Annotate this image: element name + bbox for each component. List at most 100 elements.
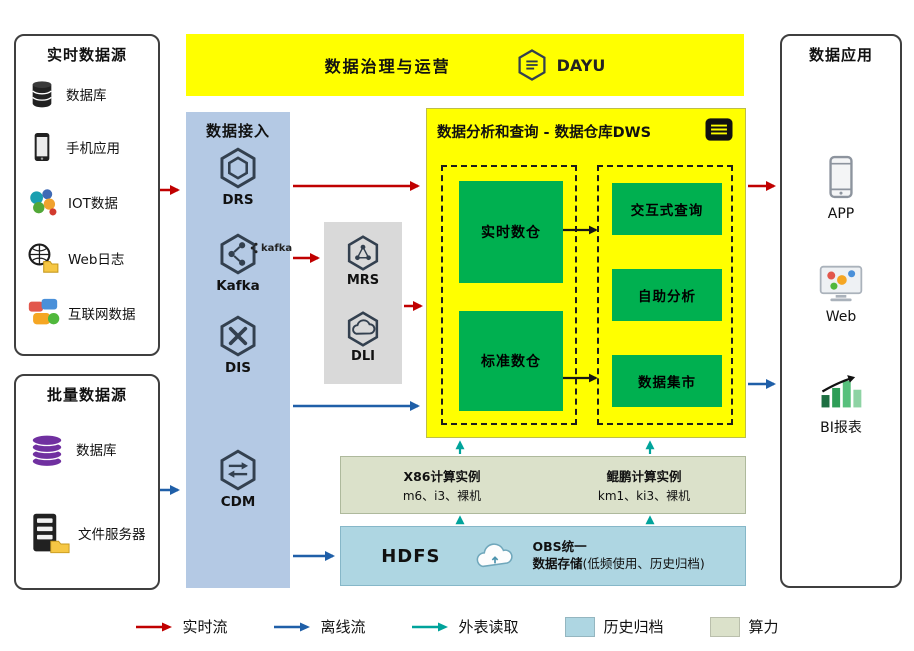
legend-label: 实时流 (182, 618, 228, 636)
legend-realtime-flow: 实时流 (135, 616, 227, 637)
middleware-service-label: DLI (351, 349, 375, 364)
batch-sources-title: 批量数据源 (46, 386, 127, 404)
legend-label: 算力 (748, 618, 779, 636)
purple-database-icon (31, 433, 63, 467)
batch-sources-panel: 批量数据源 数据库 (14, 374, 160, 590)
access-service-dis: DIS (186, 314, 290, 376)
kafka-badge: kafka (250, 242, 292, 254)
legend: 实时流 离线流 外表读取 历史归档 算力 (0, 616, 914, 637)
obs-line1: OBS统一 (532, 539, 587, 555)
app-item-bi: BI报表 (782, 372, 900, 437)
compute-swatch (709, 616, 740, 637)
cdm-icon (220, 449, 256, 491)
dayu-label: DAYU (556, 55, 606, 75)
file-server-icon (33, 513, 70, 553)
source-item-label: IOT数据 (68, 195, 118, 212)
source-item-label: 数据库 (76, 442, 117, 459)
access-service-label: CDM (220, 494, 256, 510)
middleware-panel: MRS DLI (324, 222, 402, 384)
dws-title: 数据分析和查询 - 数据仓库DWS (437, 125, 652, 141)
access-service-label: DRS (222, 192, 254, 208)
obs-line2-title: 数据存储 (532, 556, 583, 571)
dws-panel: 数据分析和查询 - 数据仓库DWS 实时数仓 标准数仓 交互式查询 自助分析 数… (426, 108, 746, 438)
module-realtime-warehouse: 实时数仓 (459, 181, 563, 283)
data-apps-title: 数据应用 (808, 46, 873, 64)
access-service-label: Kafka (216, 278, 260, 294)
hdfs-label: HDFS (381, 545, 441, 567)
dis-icon (220, 315, 256, 357)
legend-offline-flow: 离线流 (273, 616, 365, 637)
middleware-service-dli: DLI (324, 310, 402, 364)
drs-icon (220, 147, 256, 189)
legend-label: 历史归档 (603, 618, 664, 636)
mobile-phone-icon (34, 133, 50, 162)
batch-sources-list: 数据库 文件服务器 (16, 405, 158, 583)
realtime-flow-arrow-icon (136, 622, 173, 631)
web-log-icon (28, 243, 59, 273)
internet-data-icon (28, 299, 60, 325)
app-phone-icon (829, 155, 853, 199)
kafka-icon (220, 233, 256, 275)
database-icon (32, 81, 52, 108)
source-item-file-server: 文件服务器 (26, 511, 152, 555)
access-service-drs: DRS (186, 146, 290, 208)
obs-cloud-icon (477, 542, 514, 567)
access-service-kafka: kafka Kafka (186, 232, 292, 294)
obs-line2: 数据存储(低频使用、历史归档) (532, 556, 704, 573)
legend-label: 离线流 (320, 618, 366, 636)
iot-icon (30, 189, 57, 216)
compute-instances-panel: X86计算实例 m6、i3、裸机 鲲鹏计算实例 km1、ki3、裸机 (340, 456, 746, 514)
module-data-mart: 数据集市 (612, 355, 722, 407)
app-item-web: Web (782, 264, 900, 325)
middleware-service-label: MRS (346, 273, 380, 288)
access-service-cdm: CDM (186, 448, 290, 510)
warehouse-modules-group: 实时数仓 标准数仓 (441, 165, 577, 425)
archive-swatch (564, 616, 595, 637)
obs-storage-text: OBS统一 数据存储(低频使用、历史归档) (532, 539, 704, 573)
source-item-database: 数据库 (26, 78, 152, 110)
data-access-panel: 数据接入 DRS kafka Kaf (186, 112, 292, 588)
warehouse-icon (705, 118, 733, 141)
app-item-app: APP (782, 154, 900, 222)
dayu-product: DAYU (515, 48, 606, 82)
web-browser-icon (819, 265, 863, 302)
dli-icon (347, 311, 379, 347)
module-standard-warehouse: 标准数仓 (459, 311, 563, 411)
source-item-label: 文件服务器 (78, 526, 146, 543)
app-item-label: APP (827, 206, 855, 222)
legend-external-read: 外表读取 (411, 616, 519, 637)
kunpeng-compute-instances: km1、ki3、裸机 (597, 489, 691, 503)
x86-compute-instances: m6、i3、裸机 (402, 489, 482, 503)
module-self-service-analysis: 自助分析 (612, 269, 722, 321)
dayu-icon (518, 49, 546, 81)
source-item-internet: 互联网数据 (26, 296, 152, 330)
source-item-iot: IOT数据 (26, 185, 152, 219)
realtime-sources-title: 实时数据源 (46, 46, 127, 64)
module-interactive-query: 交互式查询 (612, 183, 722, 235)
kafka-badge-label: kafka (261, 242, 293, 254)
query-modules-group: 交互式查询 自助分析 数据集市 (597, 165, 733, 425)
kunpeng-compute: 鲲鹏计算实例 km1、ki3、裸机 (543, 457, 745, 513)
realtime-sources-panel: 实时数据源 数据库 手机应用 (14, 34, 160, 356)
source-item-label: 互联网数据 (68, 307, 136, 324)
source-item-mobile: 手机应用 (26, 131, 152, 163)
storage-panel: HDFS OBS统一 数据存储(低频使用、历史归档) (340, 526, 746, 586)
kafka-logo-icon (250, 242, 258, 254)
governance-title: 数据治理与运营 (324, 57, 451, 76)
source-item-weblog: Web日志 (26, 241, 152, 275)
data-access-title: 数据接入 (205, 122, 270, 140)
x86-compute: X86计算实例 m6、i3、裸机 (341, 457, 543, 513)
source-item-batch-database: 数据库 (26, 428, 152, 470)
source-item-label: 数据库 (66, 87, 107, 104)
legend-label: 外表读取 (458, 618, 519, 636)
legend-compute: 算力 (709, 616, 779, 637)
external-read-arrow-icon (412, 622, 449, 631)
offline-flow-arrow-icon (274, 622, 311, 631)
kunpeng-compute-title: 鲲鹏计算实例 (606, 469, 682, 484)
app-item-label: Web (825, 309, 857, 325)
x86-compute-title: X86计算实例 (403, 469, 481, 484)
data-apps-panel: 数据应用 APP Web (780, 34, 902, 588)
middleware-service-mrs: MRS (324, 234, 402, 288)
obs-line2-note: (低频使用、历史归档) (582, 556, 705, 571)
